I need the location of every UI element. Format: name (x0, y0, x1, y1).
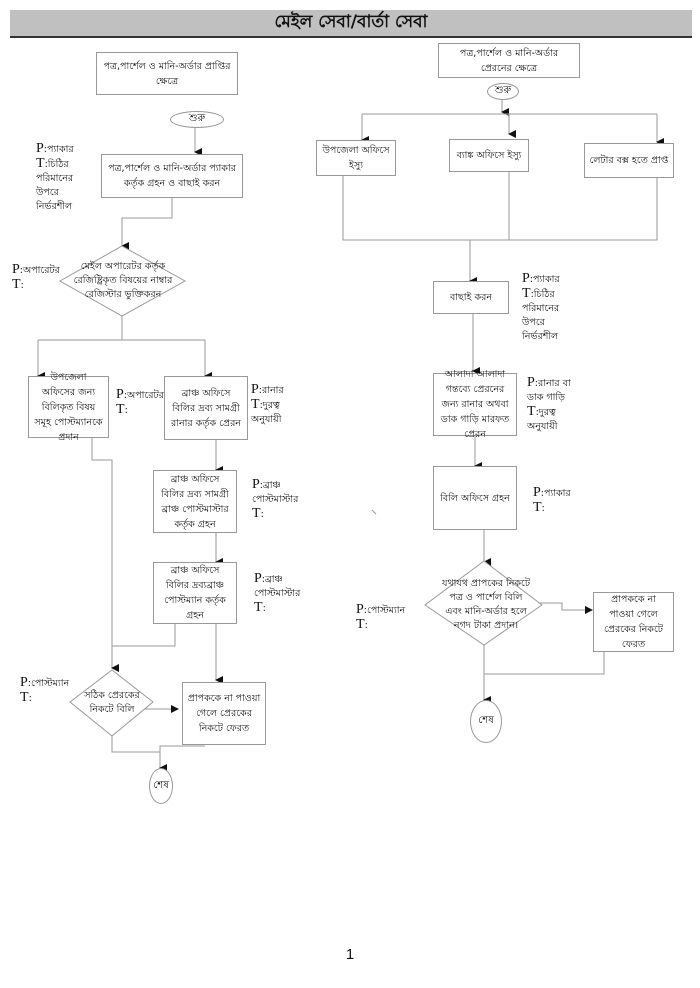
right-flow-heading: পত্র,পার্শেল ও মানি-অর্ডার প্রেরনের ক্ষে… (438, 43, 580, 78)
right-end-terminal: শেষ (470, 700, 502, 743)
page-title: মেইল সেবা/বার্তা সেবা (10, 10, 692, 38)
connector (159, 745, 205, 752)
left-branch-runner: ব্রাঞ্চ অফিসে বিলির দ্রব্য সামগ্রী রানার… (164, 376, 248, 440)
stray-mark (371, 509, 377, 515)
left-decision-deliver: সঠিক প্রেরকের নিকটে বিলি (84, 690, 140, 715)
right-dispatch-note: P:রানার বা ডাক গাড়ি T:দুরত্ব অনুযায়ী (527, 375, 571, 433)
right-return-to-sender: প্রাপককে না পাওয়া গেলে প্রেরকের নিকটে ফ… (593, 592, 674, 652)
right-sort-note: P:প্যাকার T:চিঠির পরিমানের উপরে নির্ভরশী… (522, 271, 560, 343)
left-branch-postman: ব্রাঞ্চ অফিসে বিলির দ্রব্যব্রাঞ্চ পোস্টম… (153, 562, 237, 624)
connector (111, 736, 167, 772)
right-dispatch: আলাদা আলাদা গন্তব্যে প্রেরনের জন্য রানার… (433, 369, 517, 440)
left-flow-heading: পত্র,পার্শেল ও মানি-অর্ডার প্রাপ্তির ক্ষ… (96, 52, 238, 95)
left-branch1-note: P:রানার T:দুরত্ব অনুযায়ী (251, 382, 284, 426)
right-issue-bank: ব্যাঙ্ক অফিসে ইস্যু (449, 139, 529, 172)
left-branch-postmaster: ব্রাঞ্চ অফিসে বিলির দ্রব্য সামগ্রী ব্রাঞ… (153, 470, 237, 533)
page-number: 1 (345, 946, 355, 963)
left-end-terminal: শেষ (149, 768, 173, 804)
left-decision2-note: P:পোস্টম্যান T: (20, 675, 70, 705)
right-issue-upazila: উপজেলা অফিসে ইস্যু (316, 140, 396, 176)
left-upazila-postman: উপজেলা অফিসের জন্য বিলিকৃত বিষয় সমূহ পো… (28, 372, 109, 443)
left-decision-register: মেইল অপারেটর কর্তৃক রেজিষ্ট্রিকৃত বিষয়ে… (73, 261, 173, 300)
left-return-to-sender: প্রাপককে না পাওয়া গেলে প্রেরকের নিকটে ফ… (182, 682, 266, 745)
left-decision1-note: P:অপারেটর T: (12, 262, 60, 292)
right-letterbox: লেটার বক্স হতে প্রাপ্ত (584, 143, 674, 178)
right-sort: বাছাই করন (433, 281, 509, 314)
connector (342, 176, 658, 241)
connector (484, 652, 605, 675)
left-step1-note: P:প্যাকার T:চিঠির পরিমানের উপরে নির্ভরশী… (36, 141, 74, 213)
right-start-terminal: শুরু (487, 83, 519, 100)
left-step-collect-sort: পত্র,পার্শেল ও মানি-অর্ডার প্যাকার কর্তৃ… (101, 154, 243, 198)
right-decision-note: P:পোস্টম্যান T: (356, 602, 406, 632)
right-decision-deliver: যথাযথ প্রাপকের নিকটে পত্র ও পার্শেল বিলি… (441, 578, 531, 631)
connector (121, 198, 173, 250)
right-receive: বিলি অফিসে গ্রহন (433, 466, 517, 530)
left-start-terminal: শুরু (170, 111, 224, 128)
right-receive-note: P:প্যাকার T: (533, 485, 571, 515)
connector (540, 602, 593, 614)
connector (38, 316, 205, 341)
left-branch2-note: P:ব্রাঞ্চ পোস্টমাস্টার T: (252, 477, 299, 521)
left-branch3-note: P:ব্রাঞ্চ পোস্টমাস্টার T: (254, 571, 301, 615)
left-upazila-note: P:অপারেটর T: (116, 387, 164, 417)
